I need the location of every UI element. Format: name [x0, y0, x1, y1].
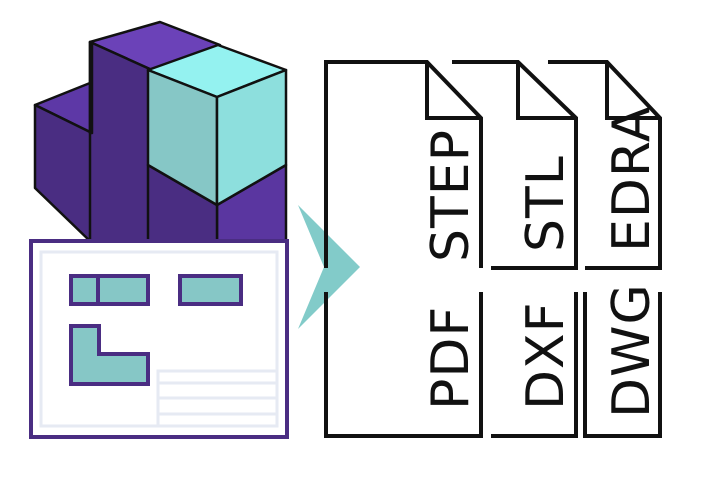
drawing-view-l-shape	[69, 324, 150, 386]
stl-file-fold	[516, 62, 576, 120]
pdf-file-outline	[324, 292, 483, 438]
dxf-file-outline	[491, 292, 578, 438]
format-label-dxf: DXF	[516, 301, 576, 410]
2d-drawing-icon	[29, 239, 289, 439]
format-label-step: STEP	[421, 129, 481, 262]
edra-file-fold	[605, 62, 660, 120]
dwg-file-outline	[583, 292, 662, 438]
step-file-fold	[425, 62, 481, 120]
format-label-stl: STL	[516, 155, 576, 252]
format-label-pdf: PDF	[421, 306, 481, 410]
drawing-view-top-right	[178, 274, 243, 306]
format-documents	[324, 60, 662, 438]
format-label-dwg: DWG	[602, 283, 662, 418]
model-step-face	[88, 40, 94, 135]
format-label-edra: EDRA	[602, 106, 662, 253]
teal-cube-side-face	[215, 68, 288, 207]
3d-cad-model-icon	[33, 20, 288, 245]
model-tall-front-face	[88, 40, 154, 245]
drawing-view-top-left	[69, 274, 150, 306]
convert-arrow-icon	[298, 205, 360, 329]
